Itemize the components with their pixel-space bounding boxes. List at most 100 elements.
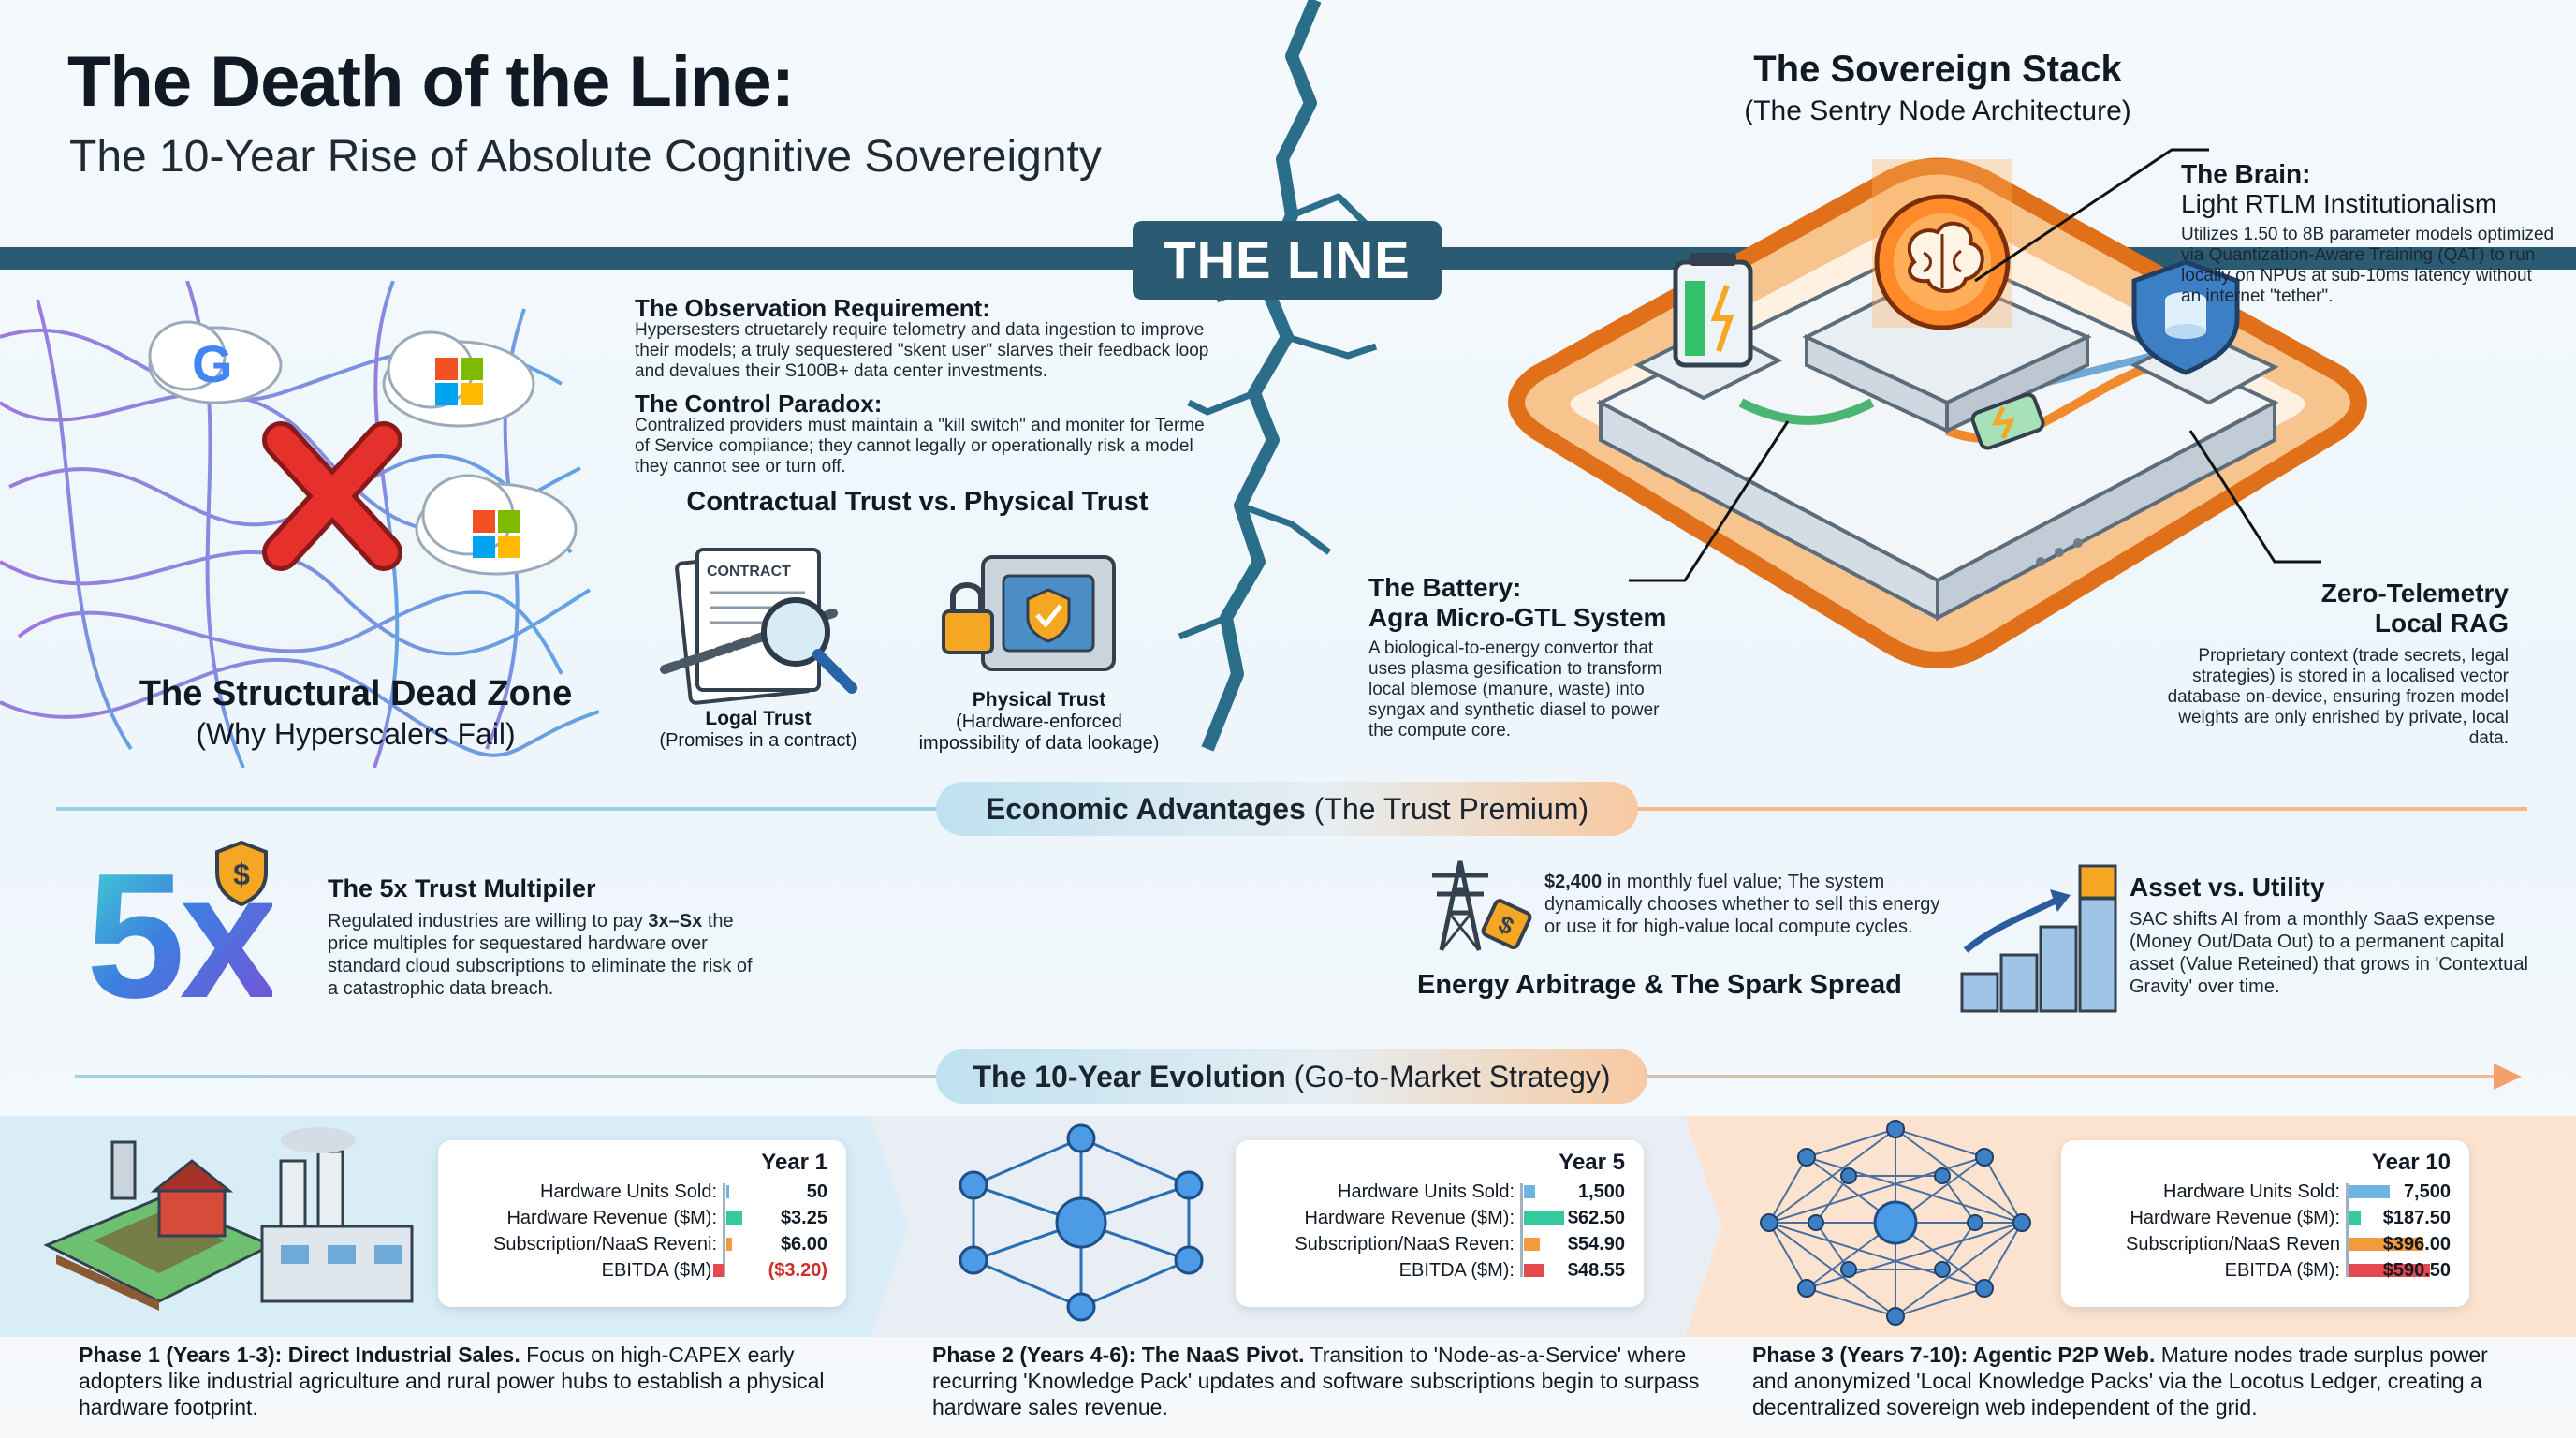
phase-3-metrics-panel: Year 10 Hardware Units Sold: Hardware Re… [2061,1140,2469,1307]
dense-network-icon [1760,1120,2031,1326]
asset-title: Asset vs. Utility [2130,873,2325,902]
phase-3-bar-ebitda [2349,1264,2431,1277]
evolution-pill-rest: (Go-to-Market Strategy) [1285,1060,1611,1093]
contract-icon: CONTRACT [660,548,857,705]
phase-2-title: Phase 2 (Years 4-6): The NaaS Pivot. [932,1343,1305,1367]
evolution-pill: The 10-Year Evolution (Go-to-Market Stra… [936,1049,1647,1104]
microsoft-cloud-icon-top [382,330,535,428]
phase-1-bar-units [726,1185,729,1198]
multiplier-text-c: the price multiples for sequestared hard… [328,911,753,999]
phase-1-value-sub: $6.00 [780,1234,827,1255]
rag-title-2: Local RAG [2374,609,2509,638]
economic-pill-rest: (The Trust Premium) [1305,792,1589,826]
svg-text:G: G [192,334,233,393]
dead-zone-subtitle: (Why Hyperscalers Fail) [196,717,516,751]
phase-1-axis [723,1183,725,1277]
phase-3-label-units: Hardware Units Sold: [2163,1181,2340,1202]
safe-lock-icon [942,555,1116,671]
phase-2-axis [1520,1183,1523,1277]
phase-2-label-units: Hardware Units Sold: [1338,1181,1515,1202]
phase-1-title: Phase 1 (Years 1-3): Direct Industrial S… [79,1343,520,1367]
energy-title: Energy Arbitrage & The Spark Spread [1417,970,1902,1000]
page-title: The Death of the Line: [67,42,795,122]
phase-2-bar-hw [1524,1211,1565,1225]
energy-lead-value: $2,400 [1544,872,1603,892]
phase-3-bar-units [2349,1185,2391,1198]
brain-text: Utilizes 1.50 to 8B parameter models opt… [2181,225,2554,306]
phase-1-bar-ebitda [713,1264,724,1277]
battery-icon [1633,253,1783,401]
observation-title: The Observation Requirement: [635,294,990,322]
red-x-icon [262,421,402,571]
phase-2-label-ebitda: EBITDA ($M): [1398,1260,1515,1281]
phase-3-value-hw: $187.50 [2382,1208,2451,1228]
legal-trust-subtitle: (Promises in a contract) [659,730,857,751]
phase-1-value-units: 50 [806,1181,827,1202]
energy-text: $2,400 in monthly fuel value; The system… [1544,871,1956,938]
economic-divider-right [1629,807,2527,811]
phase-1-label-hw: Hardware Revenue ($M): [506,1208,717,1228]
phase-3-text: Mature nodes trade surplus power and ano… [1752,1343,2488,1419]
contract-word: CONTRACT [707,564,791,580]
phase-3-label-ebitda: EBITDA ($M): [2224,1260,2340,1281]
phase-1-text: Focus on high-CAPEX early adopters like … [79,1343,825,1419]
sentry-node-illustration [1508,157,2367,668]
stack-title: The Sovereign Stack [1753,49,2122,90]
battery-title: The Battery: [1368,573,1522,602]
economic-pill: Economic Advantages (The Trust Premium) [936,782,1638,836]
crack-illustration [1178,0,1378,752]
brain-icon [1907,221,1984,293]
phase-3-axis [2346,1183,2349,1277]
dead-zone-illustration: G [0,281,599,768]
phase-3-value-sub: $396.00 [2382,1234,2451,1255]
phase-2-text: Transition to 'Node-as-a-Service' where … [932,1343,1700,1419]
dollar-symbol: $ [233,858,250,891]
multiplier-title: The 5x Trust Multipiler [328,874,596,902]
phase-3-bar-sub [2349,1238,2423,1251]
battery-text: A biological-to-energy convertor that us… [1368,638,1662,741]
brain-title: The Brain: [2181,159,2311,188]
phase-1-year: Year 1 [761,1150,827,1175]
phase-2-value-ebitda: $48.55 [1567,1260,1625,1281]
google-cloud-icon: G [148,320,283,404]
legal-trust-title: Logal Trust [705,708,812,729]
phase-1-label-ebitda: EBITDA ($M): [601,1260,717,1281]
multiplier-text: Regulated industries are willing to pay … [328,910,768,1000]
shield-database-icon [2130,259,2279,405]
rag-text: Proprietary context (trade secrets, lega… [2167,646,2509,748]
dead-zone-title: The Structural Dead Zone [139,674,573,713]
phase-3-year: Year 10 [2371,1150,2451,1175]
phase-1-description: Phase 1 (Years 1-3): Direct Industrial S… [79,1342,846,1420]
brain-subtitle: Light RTLM Institutionalism [2181,189,2497,218]
economic-pill-bold: Economic Advantages [985,792,1306,826]
phase-3-label-hw: Hardware Revenue ($M): [2130,1208,2340,1228]
phase-2-metrics-panel: Year 5 Hardware Units Sold: Hardware Rev… [1236,1140,1644,1307]
phase-2-label-hw: Hardware Revenue ($M): [1304,1208,1515,1228]
phase-2-bar-ebitda [1524,1264,1544,1277]
node-network-icon [959,1123,1204,1322]
multiplier-text-a: Regulated industries are willing to pay [328,911,649,932]
phase-2-bar-sub [1524,1238,1541,1251]
phase-2-year: Year 5 [1559,1150,1625,1175]
phase-3-title: Phase 3 (Years 7-10): Agentic P2P Web. [1752,1343,2156,1367]
economic-divider-left [56,807,955,811]
page-subtitle: The 10-Year Rise of Absolute Cognitive S… [69,132,1102,182]
phase-3-description: Phase 3 (Years 7-10): Agentic P2P Web. M… [1752,1342,2520,1420]
multiplier-range: 3x–Sx [648,911,703,932]
trust-title: Contractual Trust vs. Physical Trust [686,487,1149,517]
rag-title-1: Zero-Telemetry [2320,579,2509,608]
phase-1-bar-sub [726,1238,732,1251]
battery-subtitle: Agra Micro-GTL System [1368,603,1667,632]
phase-1-metrics-panel: Year 1 Hardware Units Sold: Hardware Rev… [438,1140,846,1307]
energy-text-rest: in monthly fuel value; The system dynami… [1544,872,1940,937]
observation-text: Hypersesters ctruetarely require telomet… [635,320,1209,381]
phase-1-label-units: Hardware Units Sold: [540,1181,717,1202]
the-line-label: THE LINE [1133,221,1442,300]
phase-1-value-hw: $3.25 [780,1208,827,1228]
evolution-arrow-head [2494,1064,2522,1090]
physical-trust-subtitle-2: impossibility of data lookage) [918,733,1160,754]
growth-blocks-icon [1960,864,2117,1013]
physical-trust-subtitle-1: (Hardware-enforced [956,712,1122,732]
phase-3-value-ebitda: $590.50 [2382,1260,2451,1281]
control-title: The Control Paradox: [635,389,883,418]
